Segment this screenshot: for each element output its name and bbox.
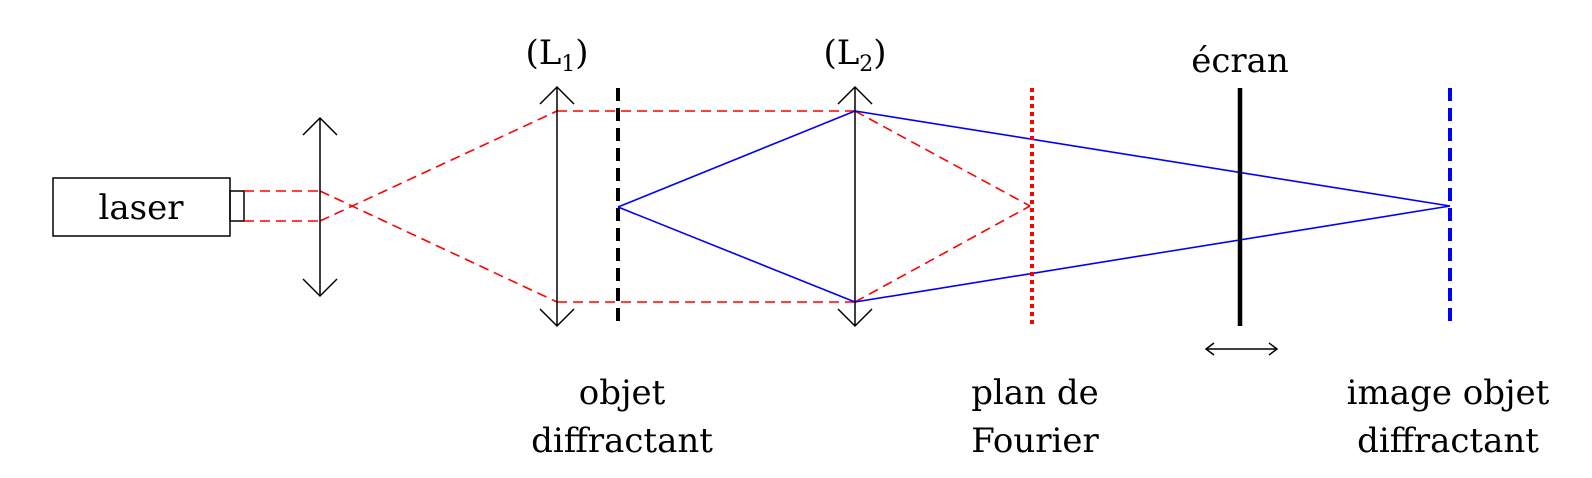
laser-beam xyxy=(244,110,1031,303)
screen-label: écran xyxy=(1191,41,1289,81)
fourier-label-line2: Fourier xyxy=(971,421,1099,461)
image-label-line2: diffractant xyxy=(1357,421,1539,461)
object-label-line2: diffractant xyxy=(531,421,713,461)
lens-l1-label: (L1) xyxy=(525,33,588,77)
lens-l2-label: (L2) xyxy=(823,33,886,77)
laser-label: laser xyxy=(99,188,185,228)
image-label-line1: image objet xyxy=(1347,373,1550,413)
fourier-label-line1: plan de xyxy=(971,373,1099,413)
object-label-line1: objet xyxy=(579,373,666,413)
expander-lens xyxy=(302,116,338,298)
image-rays xyxy=(617,110,1451,303)
laser-aperture xyxy=(229,190,245,222)
screen-move-arrow-icon xyxy=(1204,342,1279,356)
lens-l1 xyxy=(539,85,575,328)
lens-l2 xyxy=(837,85,873,328)
